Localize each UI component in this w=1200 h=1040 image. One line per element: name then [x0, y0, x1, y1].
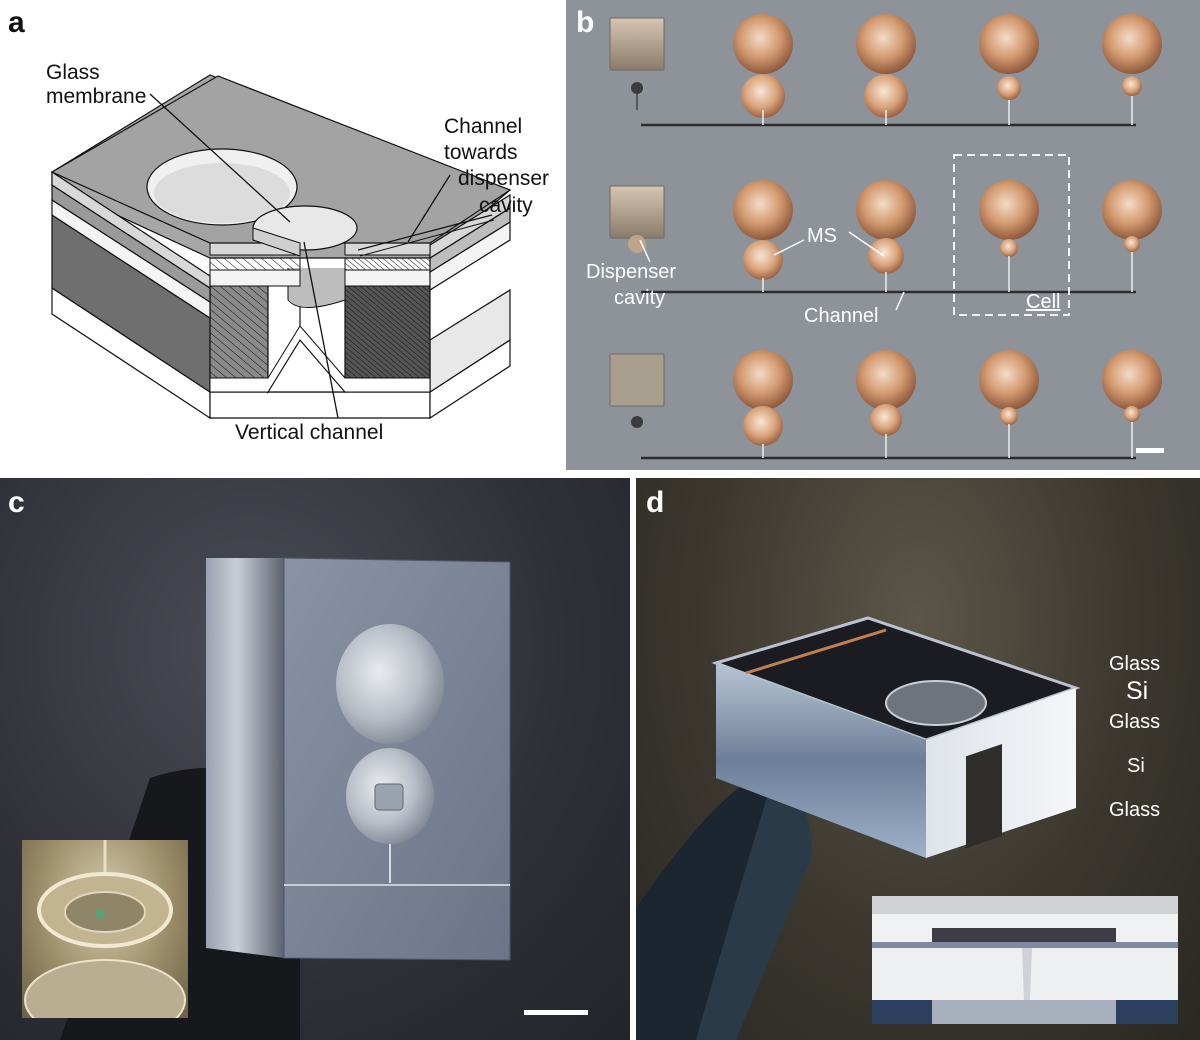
label-layer-si-2: Si [1127, 755, 1145, 777]
label-dispenser: Dispenser [586, 261, 677, 283]
label-ms: MS [807, 225, 837, 247]
label-cavity: cavity [614, 287, 666, 309]
inset-microscope-view [22, 840, 188, 1018]
panel-letter-b: b [576, 6, 595, 39]
label-glass: Glass [46, 61, 100, 84]
row-1 [609, 14, 1162, 127]
chip-left-side [716, 663, 926, 858]
label-membrane: membrane [46, 85, 147, 108]
cavity-inner-wall [287, 268, 346, 308]
row-2 [609, 180, 1162, 294]
panel-letter-d: d [646, 486, 665, 519]
dispenser-cavity [609, 17, 665, 71]
dispenser-cavity [609, 353, 665, 407]
scale-bar [1136, 448, 1164, 453]
stacked-chip-photo [636, 616, 1081, 1040]
label-layer-glass-1: Glass [1109, 653, 1161, 675]
panel-letter-c: c [8, 486, 25, 519]
bottom-glass-front-face [209, 391, 431, 419]
label-cell: Cell [1026, 291, 1061, 313]
panel-a: a [0, 0, 565, 470]
top-cavity [885, 680, 987, 726]
channel-groove [357, 214, 493, 251]
wafer-cell-array [609, 14, 1162, 460]
label-vertical-channel: Vertical channel [235, 421, 384, 444]
scale-bar [524, 1010, 588, 1015]
inset-cross-section [872, 896, 1178, 1024]
label-channel: Channel [804, 305, 879, 327]
label-layer-glass-2: Glass [1109, 711, 1161, 733]
leader-vertical-channel [303, 241, 339, 419]
chip-side-face [206, 558, 284, 958]
dispenser-cavity [609, 185, 665, 239]
label-layer-si-1: Si [1126, 677, 1149, 705]
row-3 [609, 350, 1162, 460]
leader-channel [407, 174, 451, 243]
cell-highlight-box [953, 154, 1070, 316]
label-channel-4: cavity [479, 194, 533, 217]
panel-d: d Glass Si Glass Si Glass [636, 478, 1200, 1040]
panel-c: c [0, 478, 630, 1040]
cell-cross-section-diagram [50, 74, 512, 420]
panel-b: b MS Dispenser cavity Channel Cell [566, 0, 1200, 470]
label-channel-1: Channel [444, 115, 523, 138]
label-channel-2: towards [444, 141, 518, 164]
label-layer-glass-3: Glass [1109, 799, 1161, 821]
label-channel-3: dispenser [458, 167, 550, 190]
leader-glass-membrane [149, 93, 291, 223]
panel-letter-a: a [8, 6, 25, 39]
large-cavity [336, 624, 444, 744]
